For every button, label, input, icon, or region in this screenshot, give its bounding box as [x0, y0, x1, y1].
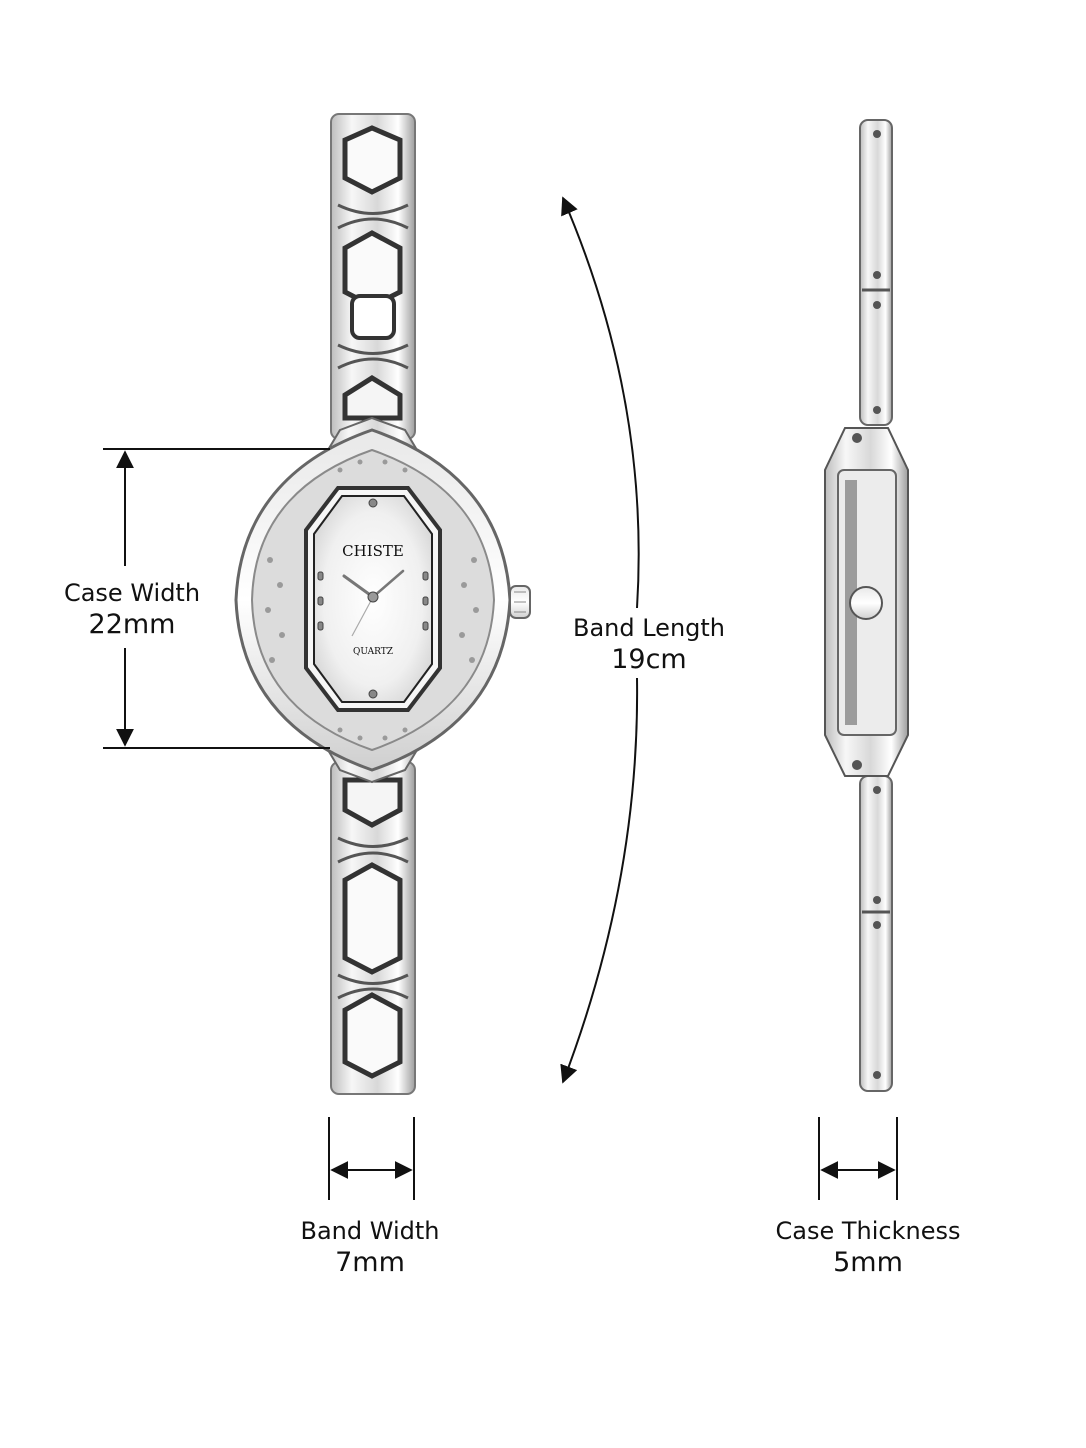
band-length-value: 19cm [611, 644, 687, 675]
case-width-title: Case Width [63, 579, 201, 607]
band-length-dimension [560, 196, 640, 1084]
band-length-label: Band Length 19cm [566, 613, 732, 677]
dial-brand-text: CHISTE [342, 542, 404, 560]
upper-band [330, 113, 416, 440]
band-width-title: Band Width [300, 1217, 440, 1245]
band-length-title: Band Length [572, 614, 726, 642]
watch-case: CHISTE QUARTZ [234, 428, 531, 772]
case-thickness-title: Case Thickness [775, 1217, 961, 1245]
watch-front-view: CHISTE QUARTZ [234, 113, 531, 1095]
case-thickness-label: Case Thickness 5mm [773, 1216, 963, 1280]
case-thickness-value: 5mm [833, 1247, 903, 1278]
watch-side-view [824, 119, 909, 1092]
band-width-value: 7mm [335, 1247, 405, 1278]
case-width-value: 22mm [88, 609, 176, 640]
band-width-label: Band Width 7mm [290, 1216, 450, 1280]
band-width-dimension [328, 1117, 415, 1200]
case-width-label: Case Width 22mm [52, 578, 212, 642]
dial-movement-text: QUARTZ [353, 647, 393, 657]
case-width-dimension [103, 448, 330, 749]
lower-band [330, 761, 416, 1095]
case-thickness-dimension [818, 1117, 898, 1200]
